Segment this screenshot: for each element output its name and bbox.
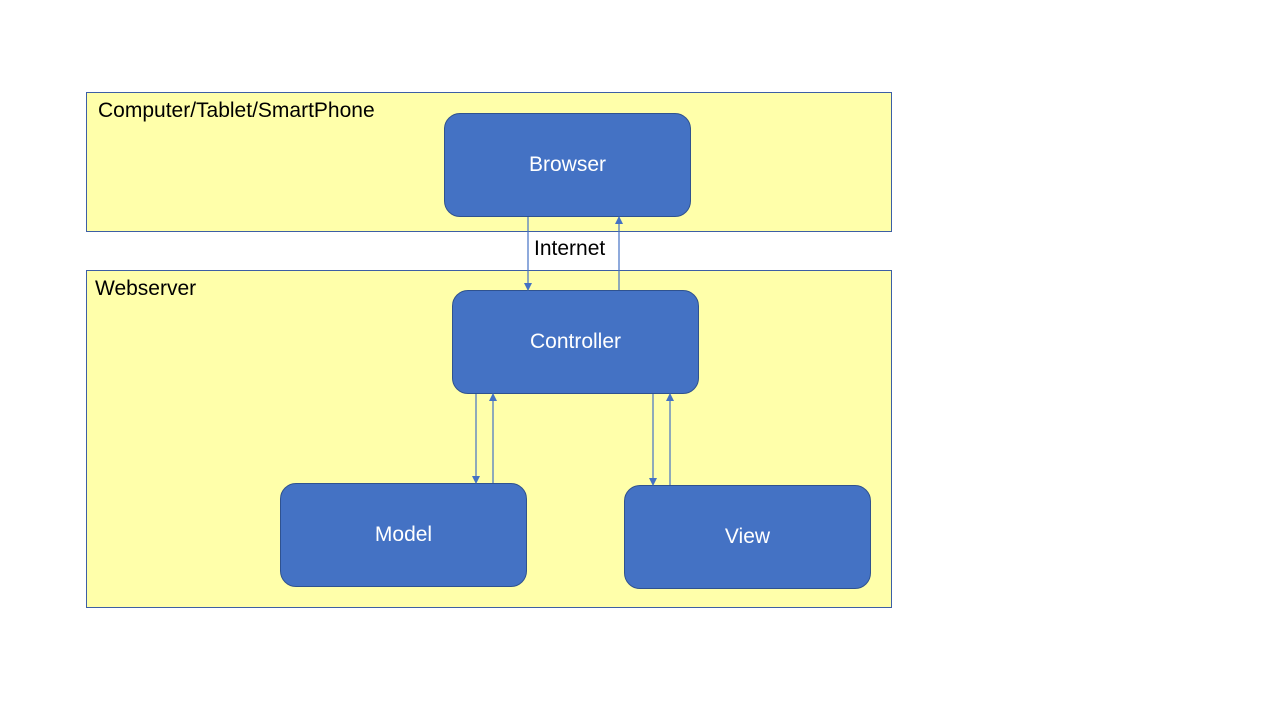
- browser-label: Browser: [528, 153, 607, 176]
- client-region-label: Computer/Tablet/SmartPhone: [98, 99, 375, 122]
- internet-label: Internet: [534, 237, 606, 260]
- browser-node: Browser: [444, 113, 691, 217]
- controller-label: Controller: [529, 330, 622, 353]
- webserver-region-label: Webserver: [95, 277, 197, 300]
- view-label: View: [724, 525, 771, 548]
- view-node: View: [624, 485, 871, 589]
- model-node: Model: [280, 483, 527, 587]
- controller-node: Controller: [452, 290, 699, 394]
- model-label: Model: [374, 523, 433, 546]
